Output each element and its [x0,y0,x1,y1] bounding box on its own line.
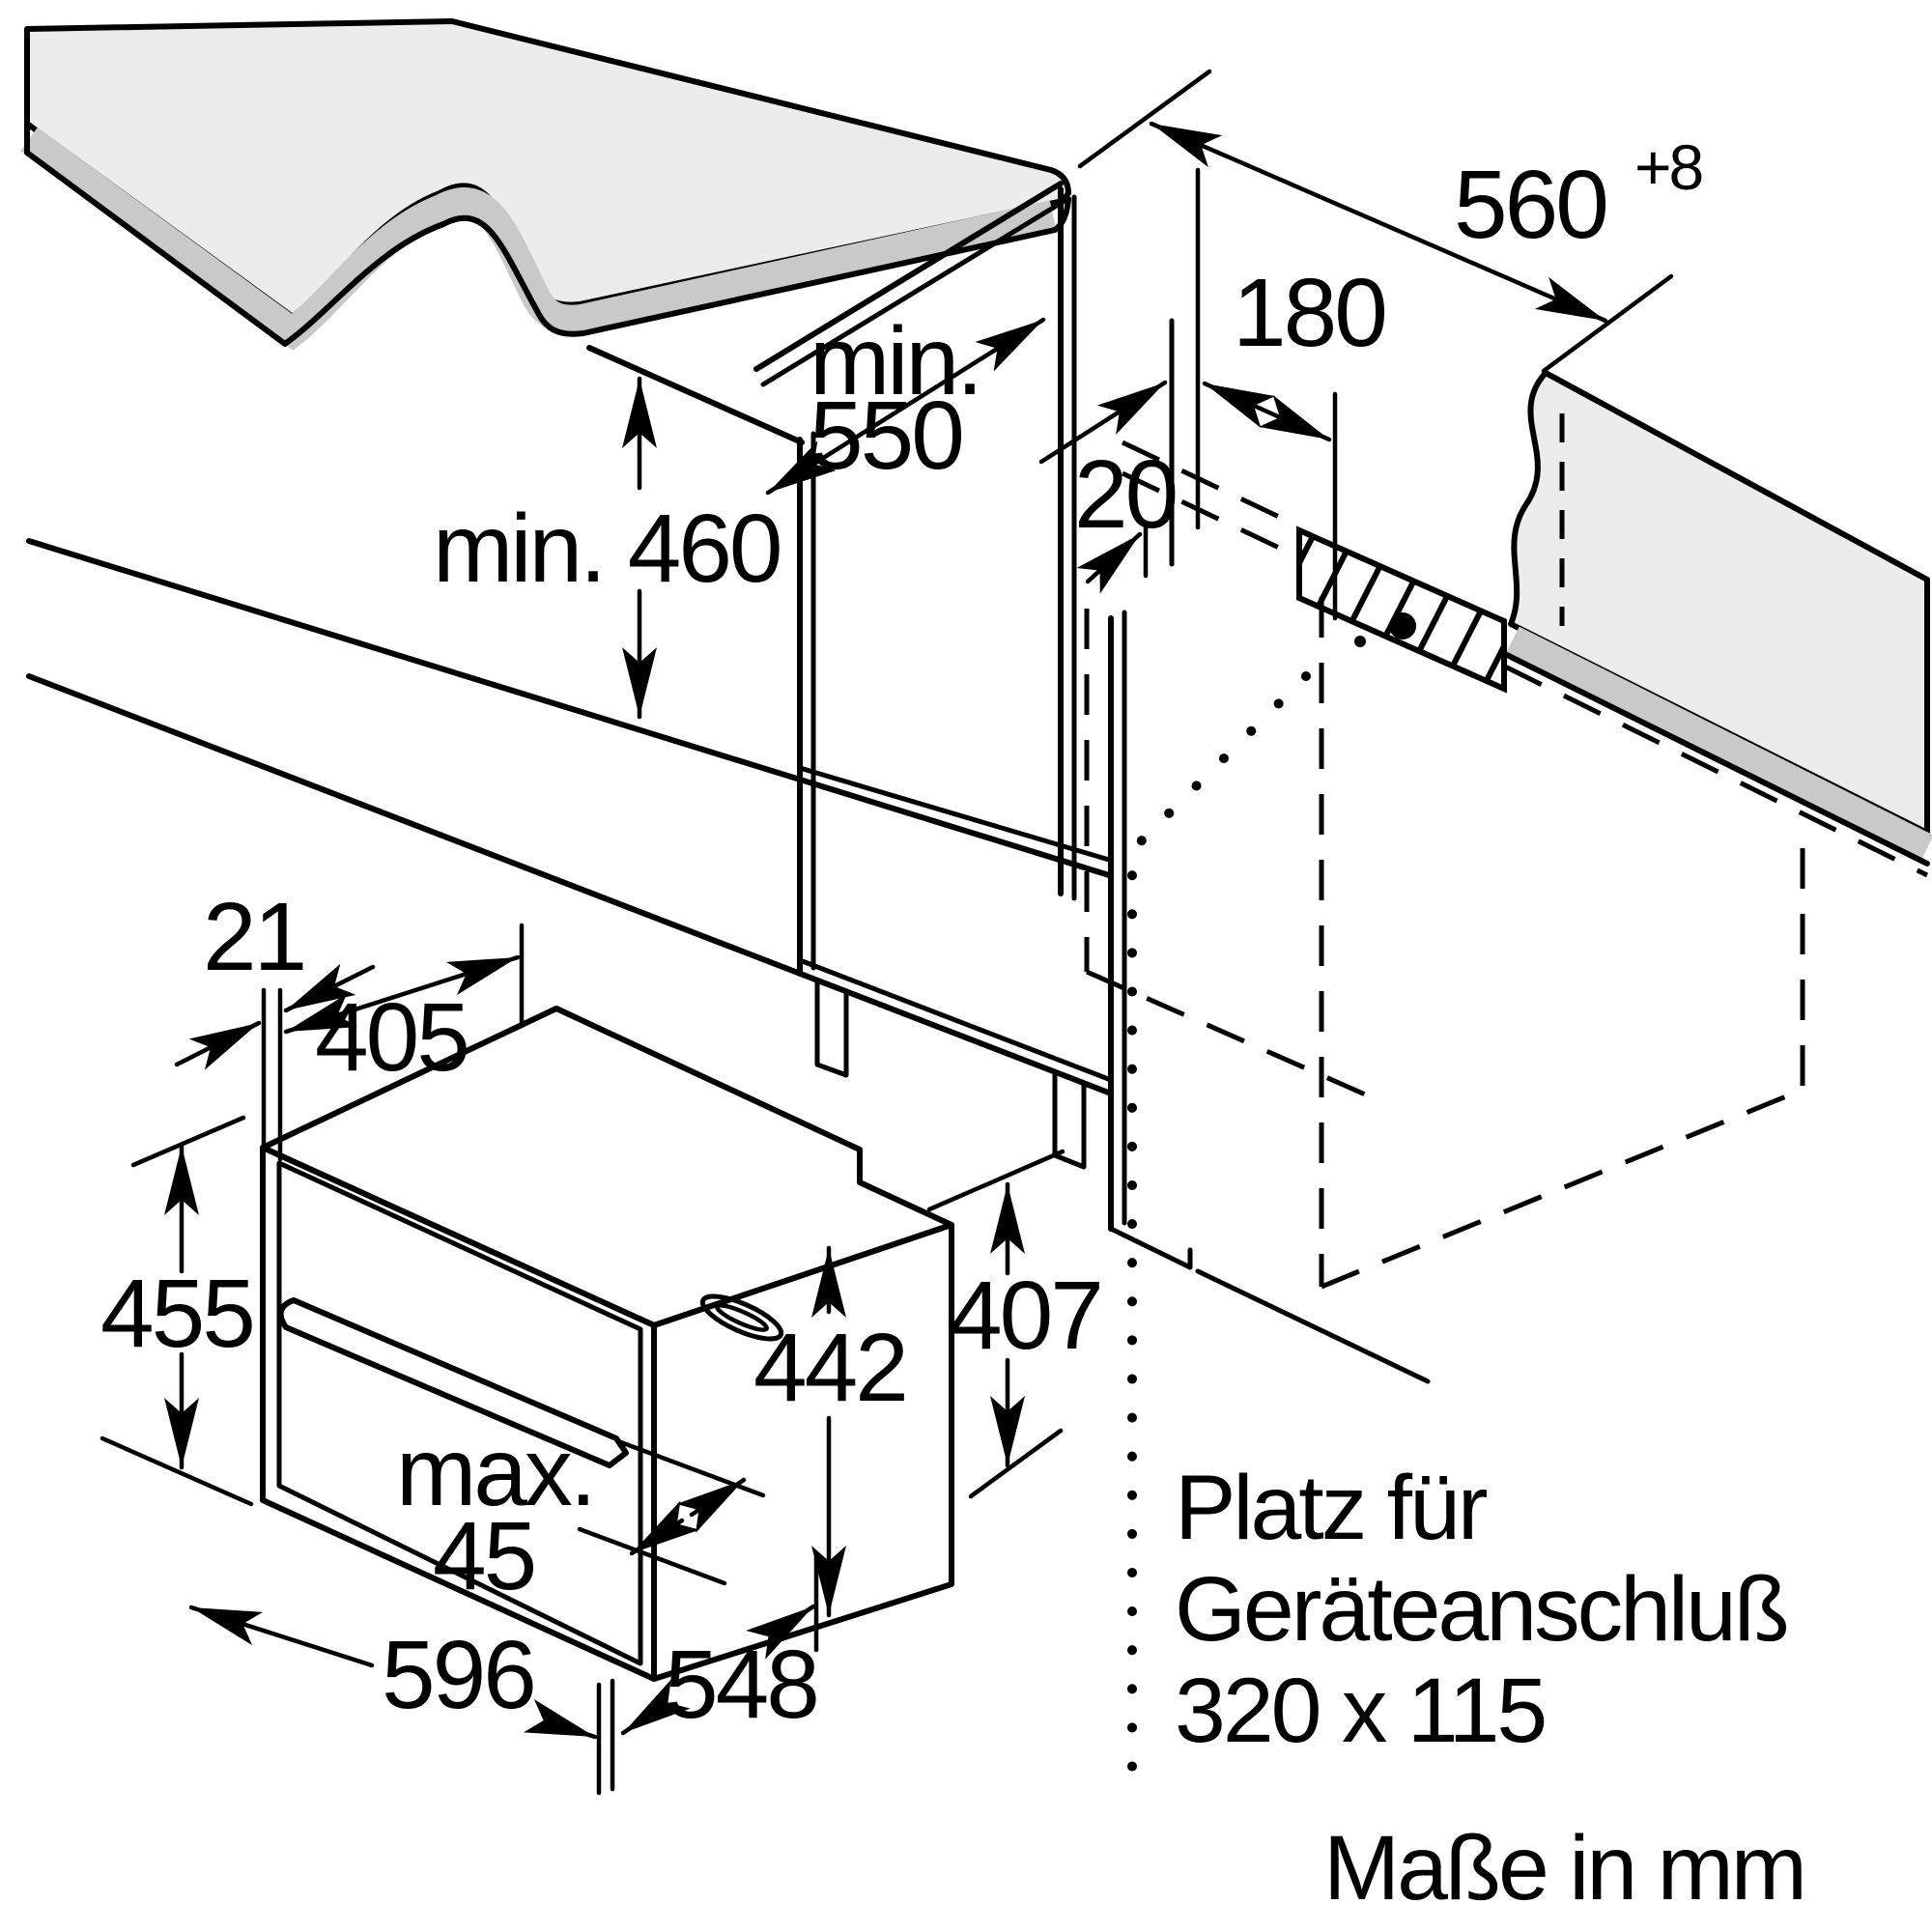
label-body-height: 442 [753,1314,906,1422]
hidden-niche-volume [1084,440,1929,1290]
dim-550-line [765,317,1046,496]
label-oven-width: 596 [382,1621,534,1729]
ref-407-top [926,1149,1065,1212]
left-panel-top-edge [586,345,805,445]
countertop-right [1504,370,1932,867]
dim-548-left [620,1679,691,1736]
ref-455-bottom [99,1435,254,1507]
label-top-depth: 405 [315,983,468,1092]
bottom-front-edge [797,957,1114,1083]
label-handle-prefix: max. [396,1418,594,1526]
shelf-front-edge [797,765,1112,863]
dim-548-right [746,1604,816,1660]
countertop-edge-band [20,127,1057,351]
hidden-bottom-edge [1085,969,1374,1100]
hidden-top-edge-1 [1121,440,1301,529]
shelf-reference-line [26,538,1112,878]
hidden-rear-bottom-edge [1321,1087,1804,1290]
label-handle-value: 45 [433,1502,534,1610]
oven-handle [277,1297,629,1468]
label-connection-offset: 180 [1233,259,1385,367]
dimensions [99,69,1674,1796]
bottom-reference-line [26,673,1114,1096]
dim-45-arrow-down [629,1500,700,1556]
label-note-line3: 320 x 115 [1175,1660,1545,1762]
label-niche-depth-value: 550 [810,382,962,490]
connection-area [1127,526,1507,1798]
ref-407-bottom [968,1428,1064,1499]
connection-hatch-patch [1296,526,1507,694]
dim-560-line [1149,121,1608,324]
oven [260,987,954,1682]
floor-edge [1195,1268,1431,1384]
dim-20-arrow-top [1038,380,1168,465]
label-niche-height: min. 460 [433,495,781,603]
ext-45-door [577,1526,727,1586]
hidden-top-edge-2 [1121,470,1301,560]
wall-surface [1508,370,1930,836]
label-frame-overhang: 21 [203,883,304,991]
niche-cabinet [26,167,1431,1384]
ref-455-top [130,1115,246,1168]
oven-door-frame [276,1160,643,1666]
dim-21-arrow-left [174,1020,262,1070]
wall-edge-band [1506,626,1932,862]
label-footer-units: Maße in mm [1323,1817,1804,1919]
countertop-left [20,18,1071,351]
dim-45-arrow-up [676,1477,747,1533]
dim-405-line [283,954,521,1035]
connection-point-dot-small [1354,636,1366,647]
dim-20-arrow-bottom [1076,531,1143,594]
labels: 560 +8 180 min. 550 20 min. 460 21 405 4… [100,131,1807,1919]
oven-top-grip [699,1293,784,1342]
label-note-line1: Platz für [1175,1457,1488,1559]
label-niche-width: 560 [1454,151,1606,259]
label-body-depth: 548 [665,1631,817,1739]
label-niche-depth-prefix: min. [810,307,980,415]
dim-180-line [1202,381,1332,442]
ext-560-right [1541,273,1674,374]
label-note-line2: Geräteanschluß [1175,1558,1787,1661]
label-niche-width-tol: +8 [1634,131,1702,203]
label-rear-height: 407 [949,1262,1101,1370]
dim-596-left [188,1605,375,1668]
connection-point-dot [1389,612,1416,639]
ext-560-left [1077,69,1212,169]
countertop-edge-outline [24,150,1071,347]
hidden-wall-edge [1503,664,1929,878]
dim-596-right [523,1699,598,1740]
label-rear-gap: 20 [1074,440,1176,549]
label-front-height: 455 [100,1260,253,1368]
oven-door [260,1145,657,1682]
connection-leader-dotted [1127,671,1311,1798]
wall-edge-outline [1504,652,1930,867]
cabinet-leg-right [1052,1069,1087,1170]
cabinet-leg-left [814,979,849,1078]
right-panel-foot [1108,1226,1193,1270]
